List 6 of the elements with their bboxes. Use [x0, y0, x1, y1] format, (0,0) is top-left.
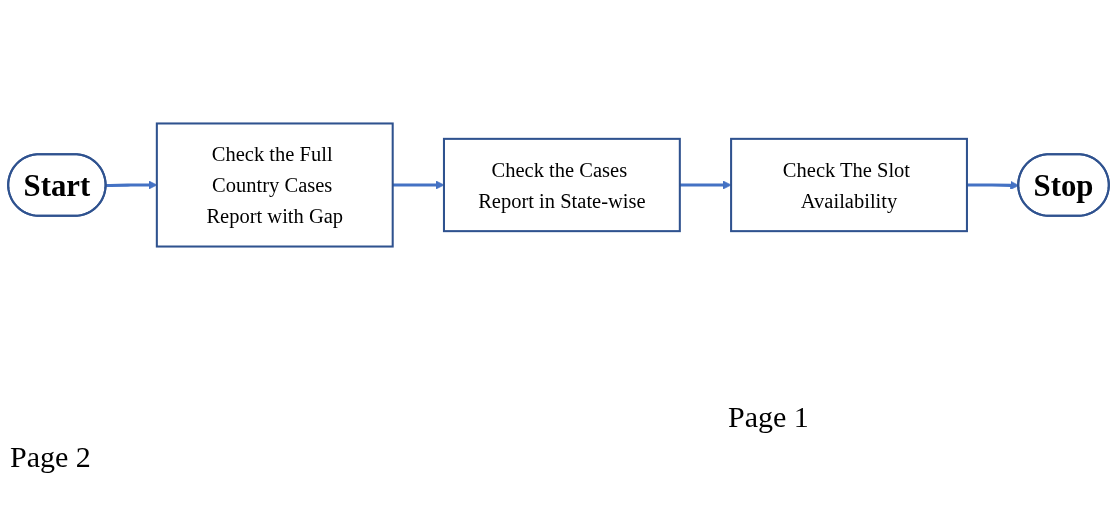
node-box: Check The Slot Availability — [730, 137, 968, 233]
arrow — [679, 180, 732, 190]
page-label: Page 1 — [728, 400, 809, 434]
node-box: Check the Cases Report in State-wise — [442, 137, 681, 233]
page-label: Page 2 — [10, 440, 91, 474]
node-box: Check the Full Country Cases Report with Gap — [155, 122, 394, 248]
